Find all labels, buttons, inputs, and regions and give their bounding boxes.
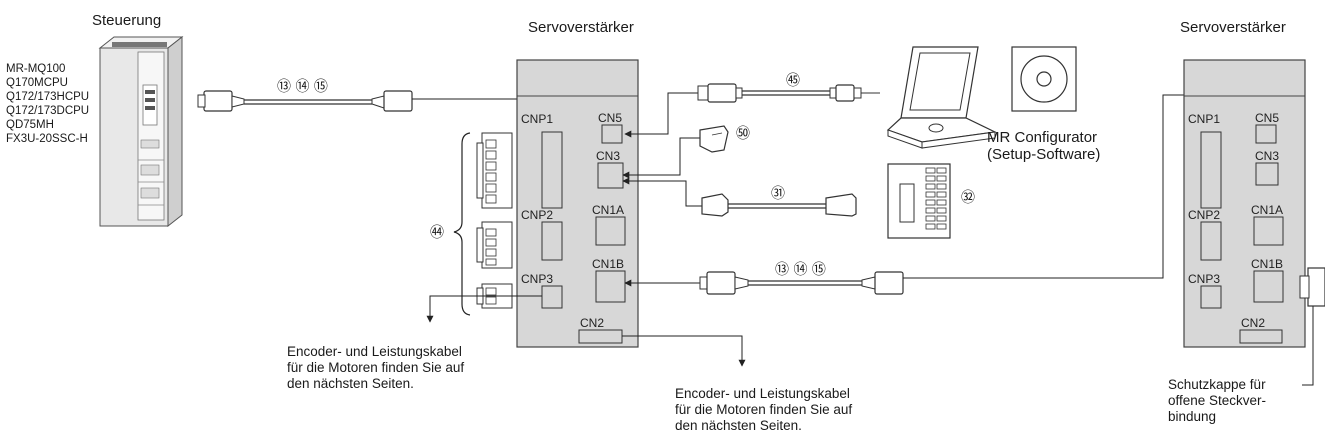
cable-51 <box>622 177 857 217</box>
note-motor-cables-center: Encoder- und Leistungskabel für die Moto… <box>675 386 852 434</box>
amp-left-title: Servoverstärker <box>528 19 634 36</box>
port-cnp2-left: CNP2 <box>521 208 554 222</box>
software-subtitle: (Setup-Software) <box>987 146 1101 163</box>
note-line: für die Motoren finden Sie auf <box>287 360 465 375</box>
controller-model: QD75MH <box>6 119 54 131</box>
servo-amplifier-left <box>516 59 639 348</box>
terminal-block-52 <box>887 163 951 239</box>
port-cn1a-left: CN1A <box>592 203 625 217</box>
part-number-cable-top: ⑬ ⑭ ⑮ <box>277 79 328 95</box>
protective-cap <box>1299 267 1325 386</box>
note-line: für die Motoren finden Sie auf <box>675 402 853 417</box>
cable-controller-to-cn1a <box>197 90 596 219</box>
controller-model: FX3U-20SSC-H <box>6 133 88 145</box>
motor-cable-arrow-left <box>426 295 542 323</box>
part-number-51: ㉛ <box>771 186 785 202</box>
part-number-50: ㊿ <box>736 126 750 142</box>
controller-title: Steuerung <box>92 12 162 29</box>
port-cn2-left: CN2 <box>580 316 605 330</box>
port-cnp1-left: CNP1 <box>521 112 554 126</box>
port-cn1a-right: CN1A <box>1251 203 1284 217</box>
connector-50 <box>622 125 729 179</box>
controller-model: Q172/173DCPU <box>6 105 90 117</box>
connector-set-44 <box>453 132 513 316</box>
controller-models: MR-MQ100 Q170MCPU Q172/173HCPU Q172/173D… <box>6 62 89 146</box>
amp-right-title: Servoverstärker <box>1180 19 1286 36</box>
port-cn5-left: CN5 <box>598 111 623 125</box>
note-line: den nächsten Seiten. <box>675 418 802 433</box>
note-line: Schutzkappe für <box>1168 377 1266 392</box>
part-number-cable-mid: ⑬ ⑭ ⑮ <box>775 262 826 278</box>
note-motor-cables-left: Encoder- und Leistungskabel für die Moto… <box>287 344 464 392</box>
port-cn1b-right: CN1B <box>1251 257 1284 271</box>
motor-cable-arrow-center <box>622 335 746 367</box>
software-name: MR Configurator <box>987 129 1098 146</box>
servo-amplifier-right <box>1183 59 1306 348</box>
software-label: MR Configurator (Setup-Software) <box>987 129 1101 163</box>
note-line: Encoder- und Leistungskabel <box>675 386 850 401</box>
controller-model: MR-MQ100 <box>6 63 66 75</box>
note-line: offene Steckver- <box>1168 393 1267 408</box>
port-cn5-right: CN5 <box>1255 111 1280 125</box>
port-cn2-right: CN2 <box>1241 316 1266 330</box>
part-number-44: ㊹ <box>430 225 444 241</box>
port-cnp3-left: CNP3 <box>521 272 554 286</box>
port-cn3-left: CN3 <box>596 149 621 163</box>
controller-model: Q170MCPU <box>6 77 68 89</box>
laptop-pc <box>886 46 998 149</box>
note-line: Encoder- und Leistungskabel <box>287 344 462 359</box>
note-line: den nächsten Seiten. <box>287 376 414 391</box>
port-cnp1-right: CNP1 <box>1188 112 1221 126</box>
port-cnp2-right: CNP2 <box>1188 208 1221 222</box>
note-line: bindung <box>1168 409 1217 424</box>
port-cn1b-left: CN1B <box>592 257 625 271</box>
part-number-45: ㊺ <box>786 73 800 89</box>
part-number-52: ㉜ <box>961 190 975 206</box>
controller-device <box>98 35 184 228</box>
note-protective-cap: Schutzkappe für offene Steckver- bindung <box>1168 377 1266 425</box>
port-cn3-right: CN3 <box>1255 149 1280 163</box>
controller-model: Q172/173HCPU <box>6 91 90 103</box>
port-cnp3-right: CNP3 <box>1188 272 1221 286</box>
software-cd <box>1011 46 1077 112</box>
usb-cable-45 <box>624 83 880 138</box>
